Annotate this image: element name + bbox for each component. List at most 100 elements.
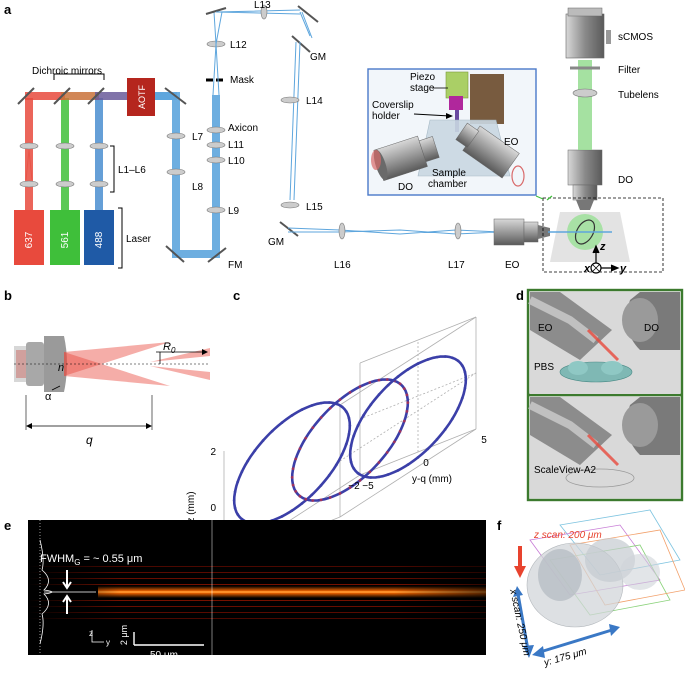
z-axis-label: z (mm) [186, 491, 197, 522]
label-l16: L16 [334, 260, 351, 271]
ring-point [450, 356, 454, 360]
sample-inset [367, 68, 537, 196]
ring-point [328, 496, 332, 499]
ring-point [291, 483, 295, 487]
laser-488: 488 [84, 210, 114, 265]
laser-label: Laser [126, 234, 152, 245]
label-scaleview: ScaleView-A2 [534, 465, 597, 476]
label-do-d: DO [644, 323, 659, 334]
ring-point [253, 449, 257, 452]
sample-area-box [542, 197, 664, 273]
ring-point [349, 460, 353, 464]
ring-point [348, 391, 352, 394]
panel-label-d: d [516, 288, 524, 303]
axis-y-label-a: y [619, 263, 627, 275]
ring-point [298, 494, 302, 498]
galvo-mirror-bottom [279, 221, 299, 237]
ring-point [280, 421, 284, 424]
ring-point [294, 457, 298, 461]
lens-l16 [338, 222, 346, 240]
ring-point [396, 469, 400, 472]
ring-point [386, 473, 390, 476]
ring-point [349, 444, 353, 447]
lens-l17 [454, 222, 462, 240]
label-n: n [58, 362, 64, 374]
dichroic-mirrors [17, 87, 105, 105]
ring-point [240, 470, 244, 473]
ring-point [377, 461, 381, 464]
ring-point [426, 358, 430, 361]
ring-point [347, 416, 351, 420]
label-l8: L8 [192, 182, 204, 193]
ring-point [340, 405, 344, 409]
label-alpha: α [45, 391, 52, 403]
laser-637: 637 [14, 210, 44, 265]
axis-y-label-e: y [106, 638, 110, 647]
ring-point [304, 497, 308, 501]
ring-point [298, 447, 302, 450]
z-tick-label: 2 [210, 447, 216, 458]
panel-d-renderings [526, 288, 684, 502]
ring-point [369, 476, 373, 479]
x-scan-label: x scan: 250 μm [507, 587, 532, 657]
chart-box-edge [359, 316, 477, 364]
y-tick-label: 0 [423, 458, 429, 469]
ring-point [435, 355, 439, 359]
panel-label-c: c [233, 288, 240, 303]
ring-point [358, 479, 362, 482]
ring-point [347, 433, 351, 436]
axicon-beam-diagram [14, 336, 210, 430]
svg-text:AOTF: AOTF [137, 84, 147, 109]
ring-point [435, 438, 439, 441]
label-axicon: Axicon [228, 123, 258, 134]
label-eo-inset: EO [504, 137, 519, 148]
label-gm-bottom: GM [268, 237, 284, 248]
ring-point [463, 387, 467, 390]
scmos-camera [565, 7, 611, 59]
panel-label-a: a [4, 2, 12, 17]
ring-point [385, 451, 389, 454]
ring-point [358, 385, 362, 388]
ring-point [319, 498, 323, 502]
ring-point [463, 370, 467, 374]
ring-point [460, 396, 464, 400]
scan-volume-rendering [513, 509, 685, 658]
z-tick-label: 0 [210, 503, 216, 514]
sample-axes [590, 244, 620, 274]
svg-text:561: 561 [60, 231, 71, 248]
blue-beam [95, 98, 103, 210]
axis-x-label-a: x [583, 263, 591, 275]
panel-label-f: f [497, 518, 502, 533]
axicon [206, 126, 226, 134]
ring-point [464, 378, 468, 381]
ring-point [327, 474, 331, 477]
dichroic-mirrors-label: Dichroic mirrors [32, 66, 102, 77]
tube-lens [572, 88, 598, 98]
ring-point [406, 368, 410, 371]
aotf-output-beam [155, 92, 177, 100]
label-l9: L9 [228, 206, 240, 217]
ring-point [348, 453, 352, 456]
ring-point [405, 393, 409, 397]
ring-point [338, 492, 342, 495]
lens-l14 [280, 96, 300, 104]
label-filter: Filter [618, 65, 641, 76]
y-tick-label: −5 [362, 481, 374, 492]
ring-point [398, 430, 402, 433]
ring-point [344, 442, 348, 446]
lens-l9 [206, 206, 226, 214]
label-l7: L7 [192, 132, 204, 143]
lens-l11 [206, 141, 226, 149]
label-tubelens: Tubelens [618, 90, 659, 101]
z-scan-label: z scan: 200 μm [533, 530, 602, 541]
label-fm: FM [228, 260, 242, 271]
lens-l13 [260, 4, 268, 20]
y-tick-label: 5 [481, 435, 487, 446]
light-sheet-profile-image [28, 520, 486, 655]
detection-objective [567, 149, 603, 210]
label-l11: L11 [228, 140, 244, 151]
ring-point [392, 440, 396, 444]
ring-point [290, 509, 294, 512]
